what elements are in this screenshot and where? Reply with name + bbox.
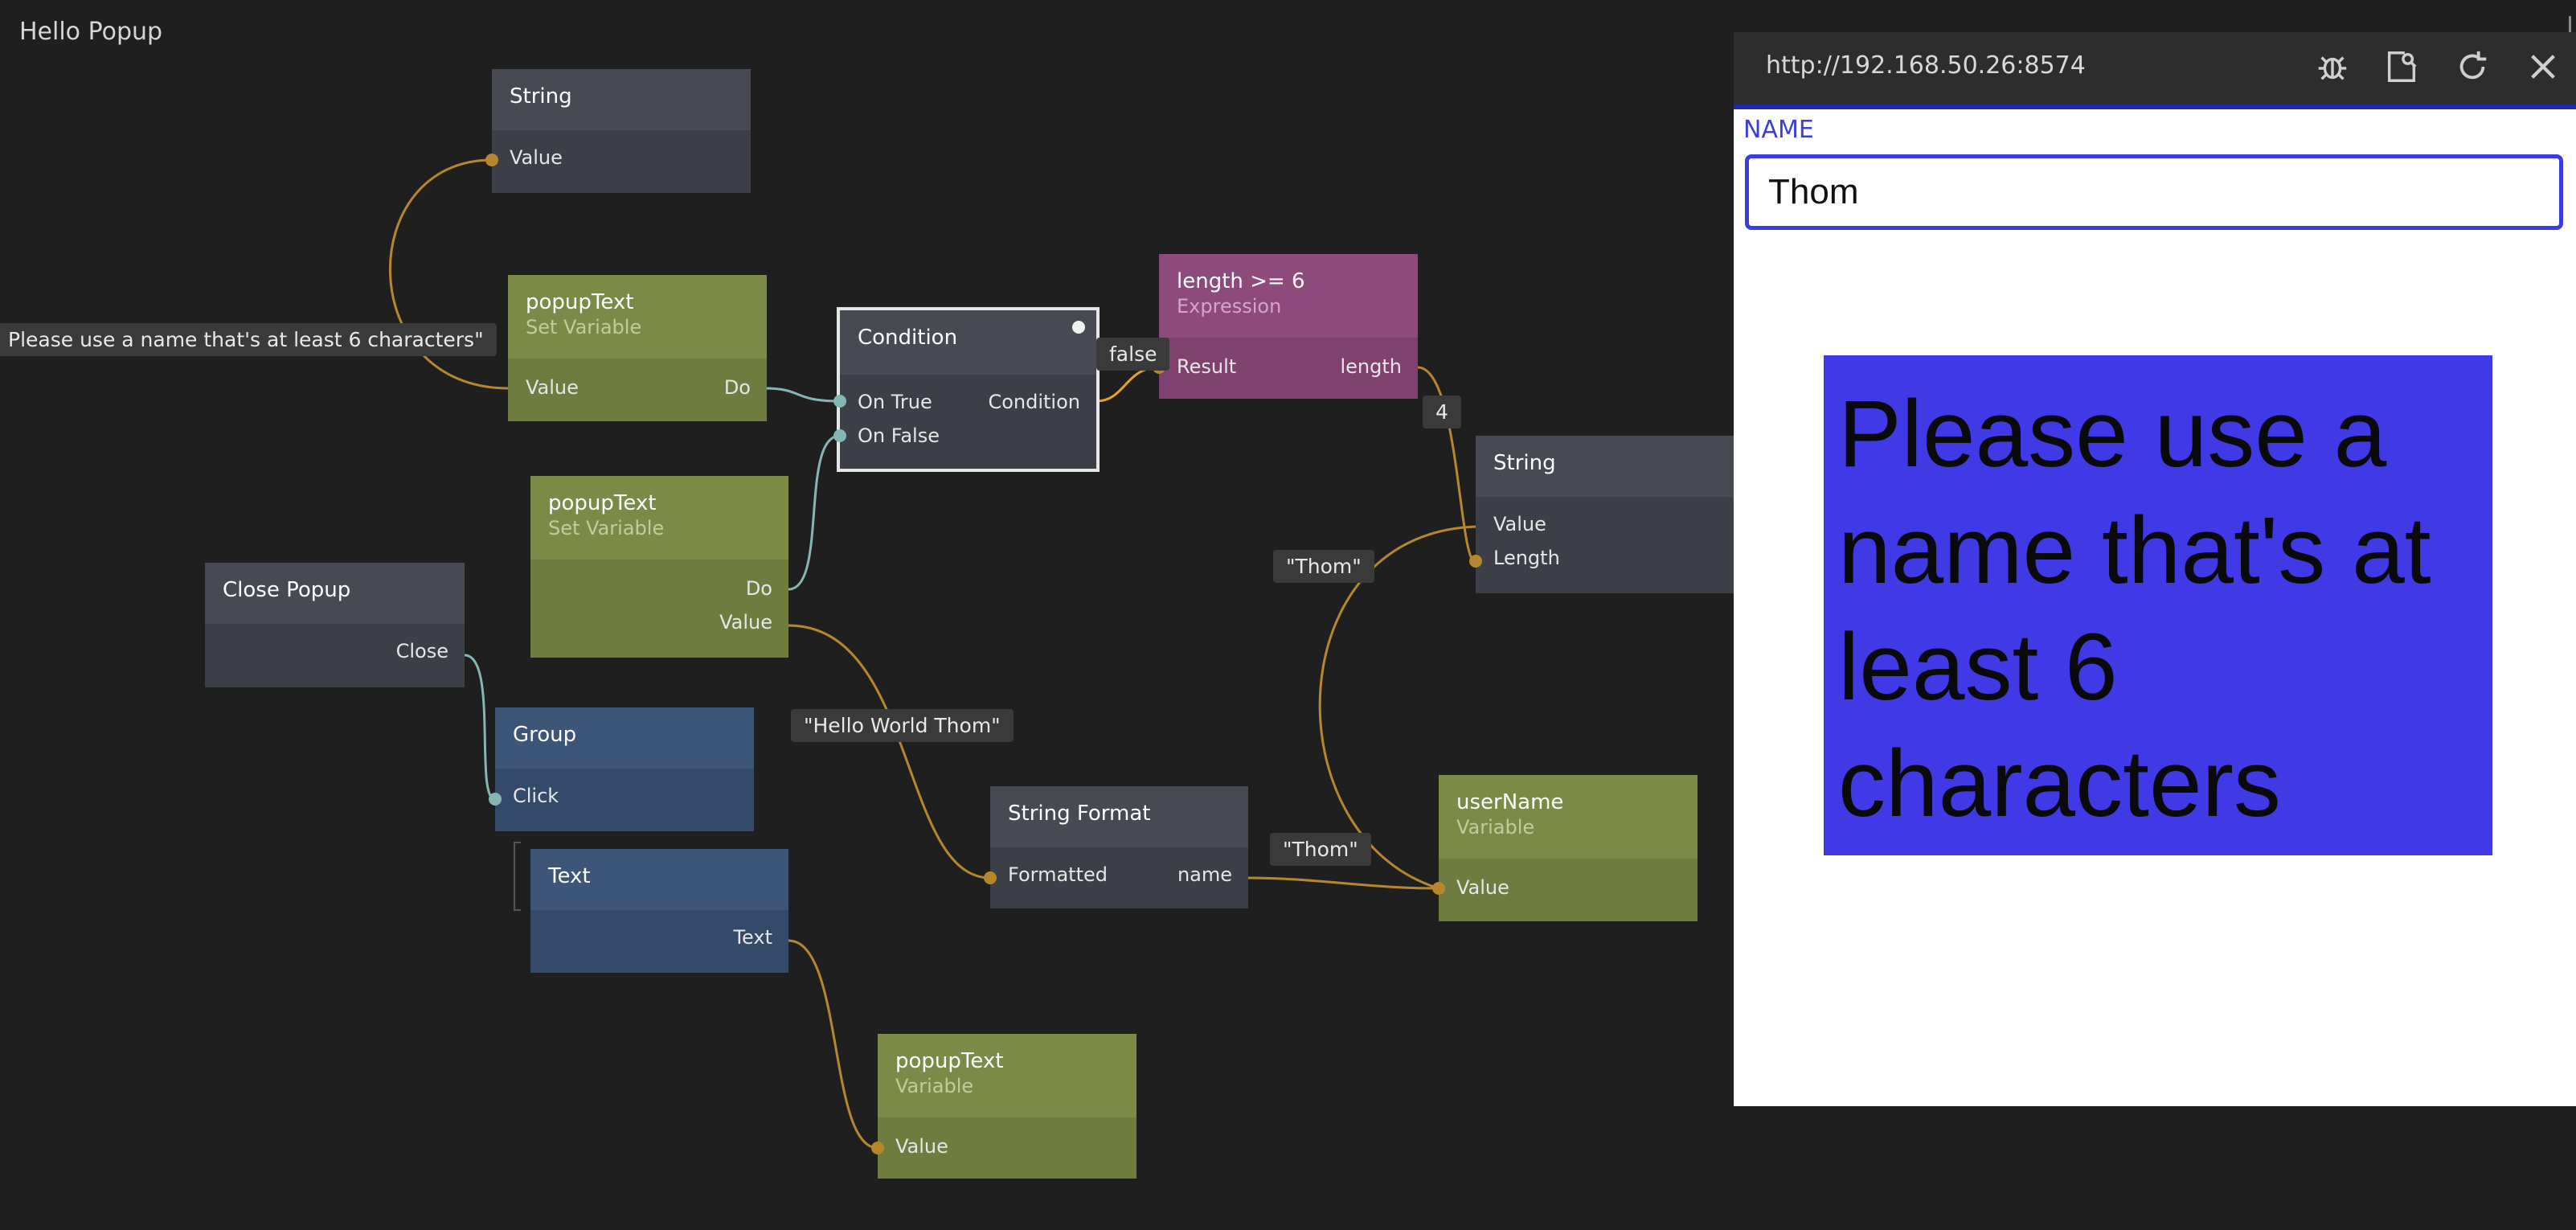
wire-username-to-stringformat-name bbox=[1245, 876, 1440, 890]
port-value[interactable]: Value bbox=[526, 376, 579, 399]
port-on-true[interactable]: On True bbox=[858, 391, 932, 413]
popup-text-line: Please use a bbox=[1838, 381, 2387, 487]
project-title: Hello Popup bbox=[19, 18, 163, 46]
port-do[interactable]: Do bbox=[745, 577, 772, 600]
preview-accent-bar bbox=[1734, 105, 2576, 109]
port-on-false[interactable]: On False bbox=[858, 424, 940, 447]
tooltip-thom-upper: "Thom" bbox=[1273, 550, 1374, 583]
inspect-icon[interactable] bbox=[2383, 48, 2420, 85]
string-node-top[interactable]: String Value bbox=[485, 69, 751, 193]
wire-condition-onfalse-to-popupset2-do bbox=[788, 434, 841, 591]
node-subtitle: Set Variable bbox=[526, 316, 642, 338]
window-edge-marker bbox=[2569, 16, 2571, 32]
string-format-node[interactable]: String Format Formatted name bbox=[984, 786, 1248, 908]
node-title: popupText bbox=[548, 491, 657, 515]
node-subtitle: Expression bbox=[1177, 295, 1282, 318]
input-port-dot[interactable] bbox=[833, 395, 846, 408]
popup-text-line: least 6 bbox=[1838, 614, 2118, 720]
node-title: String bbox=[510, 84, 572, 109]
popup-text-line: characters bbox=[1838, 731, 2281, 837]
node-title: String Format bbox=[1008, 802, 1151, 826]
popuptext-set-variable-node-2[interactable]: popupText Set Variable Do Value bbox=[530, 476, 788, 658]
name-field-label: NAME bbox=[1743, 116, 1814, 144]
refresh-icon[interactable] bbox=[2454, 48, 2491, 85]
output-port-dot[interactable] bbox=[1469, 555, 1482, 568]
tooltip-hello-world: "Hello World Thom" bbox=[791, 709, 1014, 742]
text-node[interactable]: Text Text bbox=[530, 849, 788, 973]
condition-node[interactable]: Condition On True On False Condition bbox=[833, 307, 1100, 472]
close-icon[interactable] bbox=[2525, 48, 2562, 85]
port-close[interactable]: Close bbox=[395, 640, 448, 662]
tooltip-false: false bbox=[1096, 338, 1170, 371]
port-value[interactable]: Value bbox=[1493, 513, 1546, 535]
popuptext-set-variable-node-1[interactable]: popupText Set Variable Value Do bbox=[508, 275, 767, 421]
wire-popupvar-to-text bbox=[788, 939, 878, 1150]
port-condition[interactable]: Condition bbox=[988, 391, 1080, 413]
output-port-dot[interactable] bbox=[1432, 882, 1445, 895]
username-variable-node[interactable]: userName Variable Value bbox=[1432, 775, 1698, 921]
popuptext-variable-node[interactable]: popupText Variable Value bbox=[871, 1034, 1136, 1179]
port-click[interactable]: Click bbox=[513, 785, 559, 807]
popup-message-box: Please use a name that's at least 6 char… bbox=[1824, 355, 2492, 855]
node-title: String bbox=[1493, 451, 1556, 475]
port-value[interactable]: Value bbox=[1456, 876, 1509, 899]
node-title: Group bbox=[513, 723, 577, 747]
group-child-bracket bbox=[514, 842, 521, 911]
preview-url: http://192.168.50.26:8574 bbox=[1766, 51, 2086, 80]
port-formatted[interactable]: Formatted bbox=[1008, 863, 1108, 886]
port-name[interactable]: name bbox=[1177, 863, 1232, 886]
port-value[interactable]: Value bbox=[719, 611, 772, 633]
wire-expression-result-to-condition bbox=[1096, 366, 1160, 403]
name-input[interactable] bbox=[1745, 154, 2563, 230]
node-title: userName bbox=[1456, 790, 1564, 814]
node-title: Condition bbox=[858, 326, 958, 350]
node-title: Close Popup bbox=[223, 578, 351, 602]
node-title: Text bbox=[548, 864, 591, 888]
wire-group-click-to-closepopup bbox=[464, 654, 496, 801]
expression-node[interactable]: length >= 6 Expression Result length bbox=[1153, 254, 1418, 399]
input-port-dot[interactable] bbox=[489, 793, 502, 806]
tooltip-please-text: Please use a name that's at least 6 char… bbox=[0, 323, 497, 356]
port-length[interactable]: Length bbox=[1493, 547, 1560, 569]
node-subtitle: Set Variable bbox=[548, 517, 665, 539]
group-node[interactable]: Group Click bbox=[489, 707, 754, 831]
string-node-right[interactable]: String Value Length bbox=[1469, 436, 1734, 593]
port-text[interactable]: Text bbox=[733, 926, 772, 949]
close-popup-node[interactable]: Close Popup Close bbox=[205, 563, 465, 687]
node-subtitle: Variable bbox=[1456, 816, 1535, 838]
wire-stringformat-to-popupset2-value bbox=[788, 624, 991, 879]
wire-condition-ontrue-to-popupset1-do bbox=[764, 387, 841, 403]
selection-indicator-icon bbox=[1072, 321, 1085, 334]
port-result[interactable]: Result bbox=[1177, 355, 1237, 378]
port-value[interactable]: Value bbox=[510, 146, 563, 169]
input-port-dot[interactable] bbox=[833, 429, 846, 442]
port-do[interactable]: Do bbox=[723, 376, 751, 399]
port-value[interactable]: Value bbox=[895, 1135, 948, 1158]
output-port-dot[interactable] bbox=[871, 1142, 884, 1154]
port-length[interactable]: length bbox=[1340, 355, 1403, 378]
node-title: popupText bbox=[526, 290, 634, 314]
preview-toolbar: http://192.168.50.26:8574 bbox=[1734, 32, 2576, 105]
preview-window: http://192.168.50.26:8574 NAME Please us… bbox=[1734, 32, 2576, 1106]
output-port-dot[interactable] bbox=[984, 871, 997, 884]
tooltip-length: 4 bbox=[1423, 396, 1461, 428]
tooltip-thom-lower: "Thom" bbox=[1270, 833, 1371, 866]
popup-text-line: name that's at bbox=[1838, 498, 2431, 604]
bug-icon[interactable] bbox=[2314, 48, 2351, 85]
node-title: length >= 6 bbox=[1177, 269, 1305, 293]
node-title: popupText bbox=[895, 1049, 1004, 1073]
output-port-dot[interactable] bbox=[485, 154, 498, 166]
node-subtitle: Variable bbox=[895, 1075, 974, 1097]
